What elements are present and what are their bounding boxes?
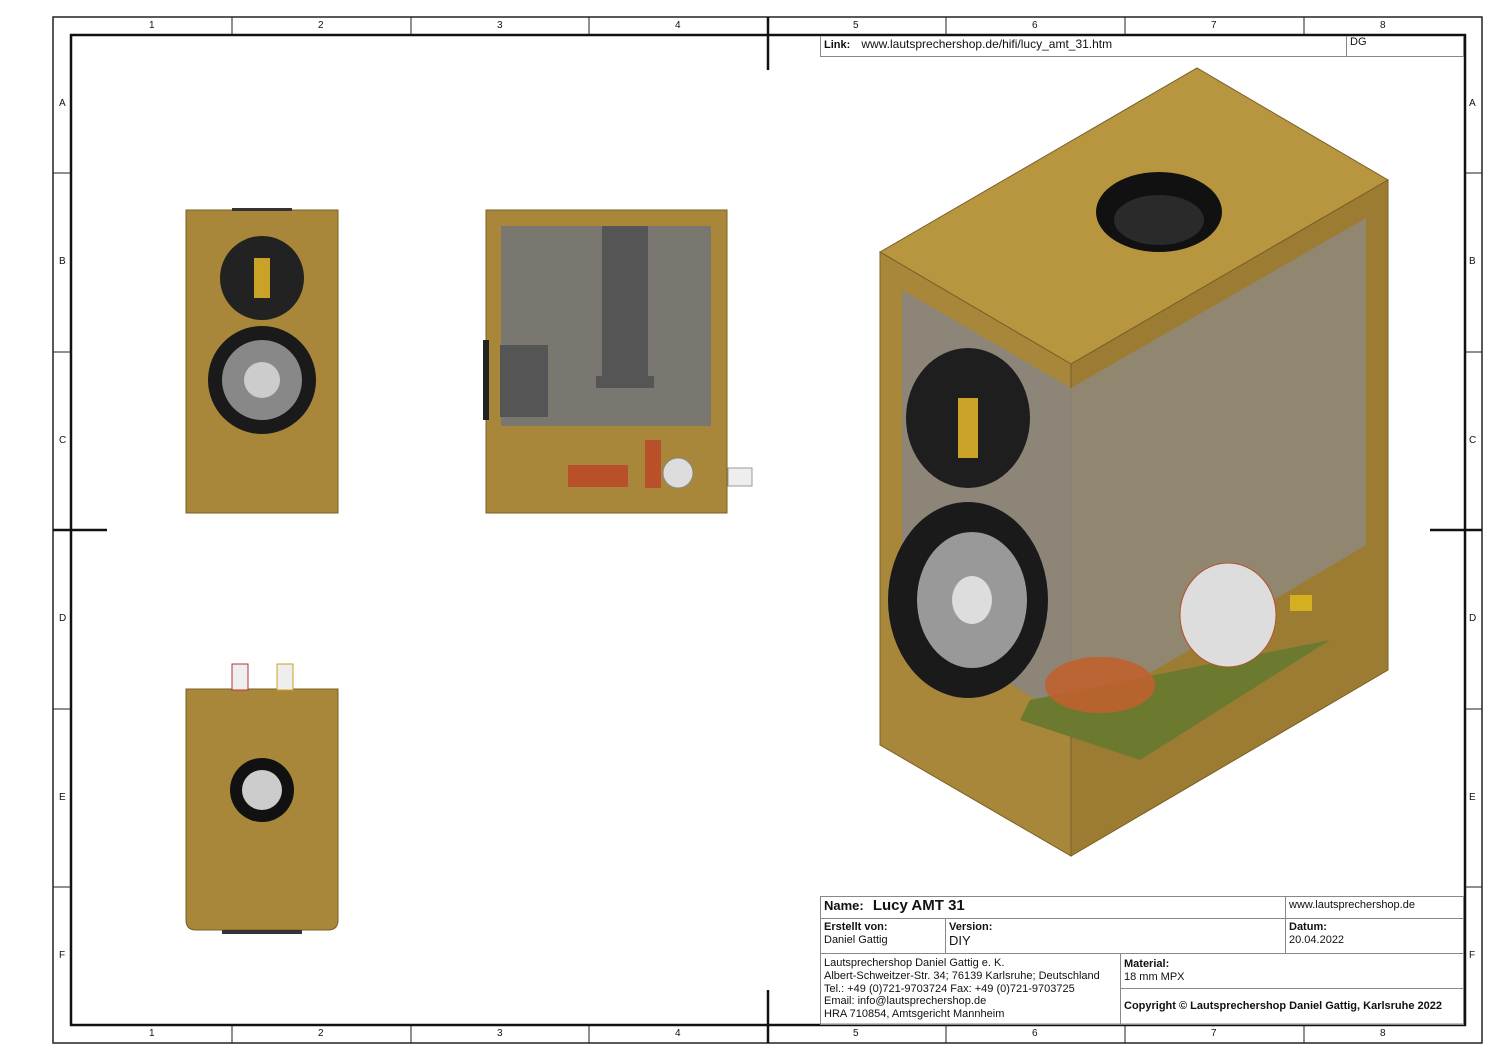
column-label: 8 <box>1380 1028 1386 1039</box>
version-field: Version: DIY <box>945 918 1286 954</box>
column-label: 1 <box>149 1028 155 1039</box>
date-field: Datum: 20.04.2022 <box>1285 918 1464 954</box>
column-label: 7 <box>1211 1028 1217 1039</box>
row-label: F <box>1469 950 1476 961</box>
row-label: E <box>59 792 66 803</box>
back-view <box>185 663 339 934</box>
created-by-field: Erstellt von: Daniel Gattig <box>820 918 946 954</box>
front-view <box>185 208 339 514</box>
company-address: Lautsprechershop Daniel Gattig e. K. Alb… <box>820 953 1121 1025</box>
row-label: D <box>59 613 67 624</box>
created-by-label: Erstellt von: <box>824 921 888 933</box>
column-label: 4 <box>675 1028 681 1039</box>
row-label: C <box>1469 435 1477 446</box>
material-label: Material: <box>1124 958 1170 970</box>
row-label: D <box>1469 613 1477 624</box>
name-field: Name: Lucy AMT 31 <box>820 896 1286 919</box>
column-label: 1 <box>149 20 155 31</box>
column-label: 3 <box>497 1028 503 1039</box>
column-label: 4 <box>675 20 681 31</box>
address-line: HRA 710854, Amtsgericht Mannheim <box>824 1008 1005 1021</box>
link-label: Link: <box>824 39 851 51</box>
date-label: Datum: <box>1289 921 1327 933</box>
date-value: 20.04.2022 <box>1289 934 1345 946</box>
version-value: DIY <box>949 933 971 948</box>
copyright: Copyright © Lautsprechershop Daniel Gatt… <box>1120 988 1464 1025</box>
row-label: B <box>1469 256 1476 267</box>
row-label: A <box>59 98 66 109</box>
drawing-name: Lucy AMT 31 <box>872 897 965 914</box>
address-line: Lautsprechershop Daniel Gattig e. K. <box>824 957 1005 969</box>
row-label: C <box>59 435 67 446</box>
row-label: A <box>1469 98 1476 109</box>
website: www.lautsprechershop.de <box>1285 896 1464 919</box>
material-value: 18 mm MPX <box>1124 971 1185 983</box>
address-line: Email: info@lautsprechershop.de <box>824 995 987 1008</box>
version-label: Version: <box>949 921 993 933</box>
column-label: 2 <box>318 1028 324 1039</box>
column-label: 6 <box>1032 20 1038 31</box>
row-label: E <box>1469 792 1476 803</box>
created-by-value: Daniel Gattig <box>824 934 888 946</box>
link-field: Link: www.lautsprechershop.de/hifi/lucy_… <box>820 36 1347 57</box>
isometric-view <box>879 67 1389 857</box>
material-field: Material: 18 mm MPX <box>1120 953 1464 989</box>
column-label: 5 <box>853 20 859 31</box>
name-label: Name: <box>824 898 864 913</box>
column-label: 2 <box>318 20 324 31</box>
side-view <box>483 209 753 514</box>
column-label: 8 <box>1380 20 1386 31</box>
column-label: 7 <box>1211 20 1217 31</box>
column-label: 3 <box>497 20 503 31</box>
column-label: 5 <box>853 1028 859 1039</box>
address-line: Albert-Schweitzer-Str. 34; 76139 Karlsru… <box>824 969 1100 982</box>
link-url[interactable]: www.lautsprechershop.de/hifi/lucy_amt_31… <box>861 37 1113 51</box>
initials-field: DG <box>1346 36 1464 57</box>
column-label: 6 <box>1032 1028 1038 1039</box>
address-line: Tel.: +49 (0)721-9703724 Fax: +49 (0)721… <box>824 982 1075 995</box>
row-label: B <box>59 256 66 267</box>
row-label: F <box>59 950 66 961</box>
